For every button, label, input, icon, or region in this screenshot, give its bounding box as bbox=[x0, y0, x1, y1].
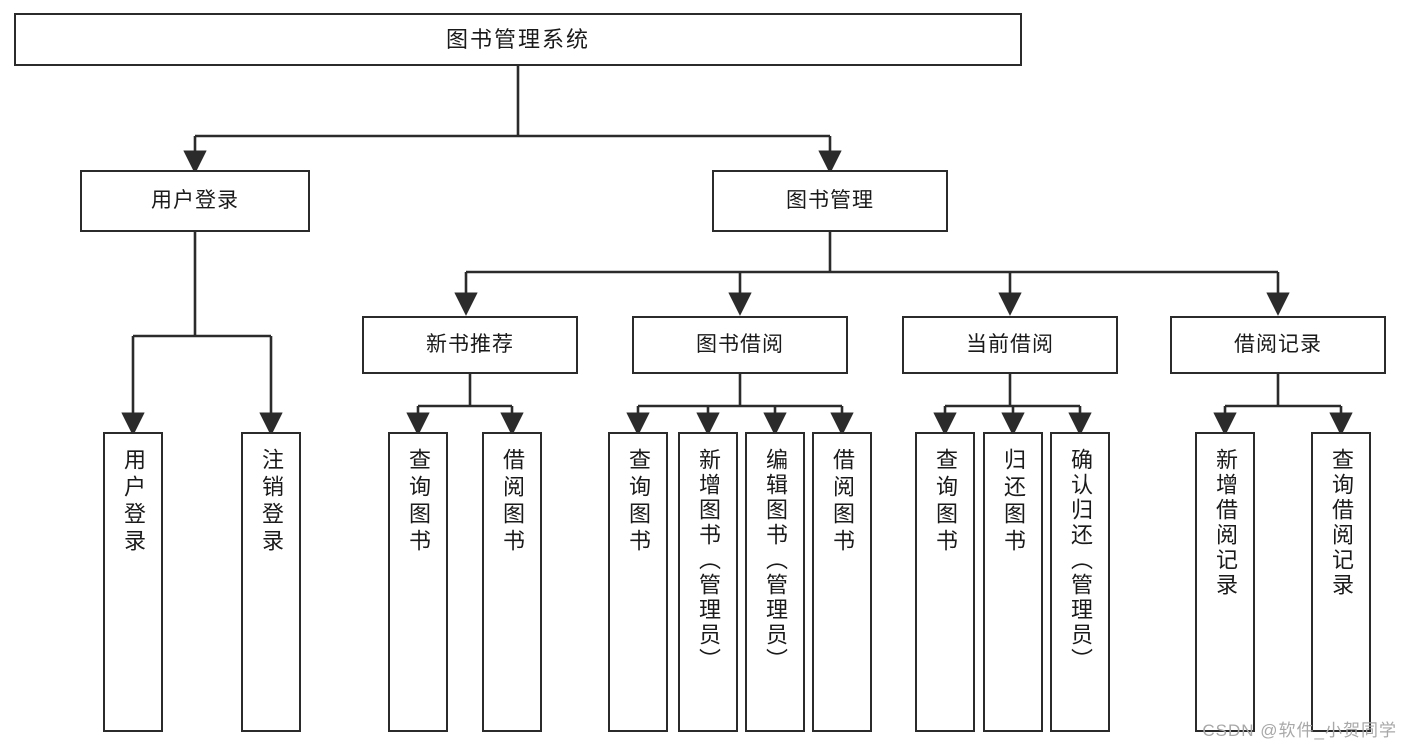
node-book-borrow-label: 图书借阅 bbox=[696, 332, 784, 356]
node-book-manage[interactable]: 图书管理 bbox=[712, 170, 948, 232]
leaf-borrow-book-1-label: 借阅图书 bbox=[500, 448, 525, 556]
node-user-login[interactable]: 用户登录 bbox=[80, 170, 310, 232]
leaf-return-book[interactable]: 归还图书 bbox=[983, 432, 1043, 732]
leaf-borrow-book-2[interactable]: 借阅图书 bbox=[812, 432, 872, 732]
leaf-query-borrow-record-label: 查询借阅记录 bbox=[1329, 448, 1354, 598]
leaf-query-book-2-label: 查询图书 bbox=[626, 448, 651, 556]
leaf-confirm-return-admin[interactable]: 确认归还（管理员） bbox=[1050, 432, 1110, 732]
node-root-label: 图书管理系统 bbox=[445, 26, 590, 52]
node-book-borrow[interactable]: 图书借阅 bbox=[632, 316, 848, 374]
leaf-add-book-admin-label: 新增图书（管理员） bbox=[696, 448, 721, 673]
leaf-query-book-2[interactable]: 查询图书 bbox=[608, 432, 668, 732]
node-current-borrow[interactable]: 当前借阅 bbox=[902, 316, 1118, 374]
leaf-borrow-book-1[interactable]: 借阅图书 bbox=[482, 432, 542, 732]
leaf-return-book-label: 归还图书 bbox=[1001, 448, 1026, 556]
node-book-manage-label: 图书管理 bbox=[786, 188, 874, 212]
leaf-confirm-return-admin-label: 确认归还（管理员） bbox=[1068, 448, 1093, 673]
leaf-query-book-3-label: 查询图书 bbox=[933, 448, 958, 556]
leaf-logout[interactable]: 注销登录 bbox=[241, 432, 301, 732]
node-root[interactable]: 图书管理系统 bbox=[14, 13, 1022, 66]
leaf-query-borrow-record[interactable]: 查询借阅记录 bbox=[1311, 432, 1371, 732]
node-current-borrow-label: 当前借阅 bbox=[966, 332, 1054, 356]
leaf-edit-book-admin[interactable]: 编辑图书（管理员） bbox=[745, 432, 805, 732]
leaf-user-login-label: 用户登录 bbox=[121, 448, 146, 556]
node-user-login-label: 用户登录 bbox=[151, 188, 239, 212]
leaf-add-borrow-record-label: 新增借阅记录 bbox=[1213, 448, 1238, 598]
leaf-borrow-book-2-label: 借阅图书 bbox=[830, 448, 855, 556]
node-borrow-record[interactable]: 借阅记录 bbox=[1170, 316, 1386, 374]
leaf-logout-label: 注销登录 bbox=[259, 448, 284, 556]
node-new-book-recommendation-label: 新书推荐 bbox=[426, 332, 514, 356]
leaf-query-book-1-label: 查询图书 bbox=[406, 448, 431, 556]
leaf-query-book-1[interactable]: 查询图书 bbox=[388, 432, 448, 732]
node-new-book-recommendation[interactable]: 新书推荐 bbox=[362, 316, 578, 374]
leaf-query-book-3[interactable]: 查询图书 bbox=[915, 432, 975, 732]
leaf-user-login[interactable]: 用户登录 bbox=[103, 432, 163, 732]
node-borrow-record-label: 借阅记录 bbox=[1234, 332, 1322, 356]
leaf-edit-book-admin-label: 编辑图书（管理员） bbox=[763, 448, 788, 673]
leaf-add-book-admin[interactable]: 新增图书（管理员） bbox=[678, 432, 738, 732]
leaf-add-borrow-record[interactable]: 新增借阅记录 bbox=[1195, 432, 1255, 732]
